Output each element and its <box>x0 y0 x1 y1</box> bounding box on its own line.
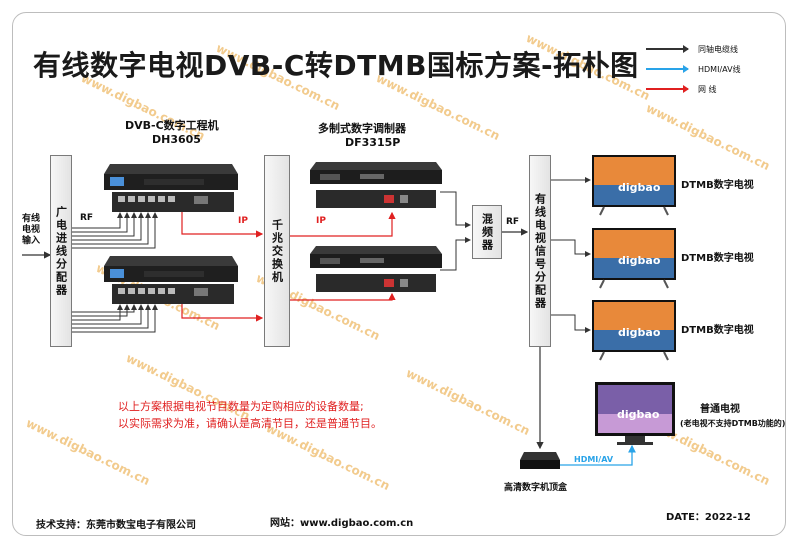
splitter-label: 广电进线分配器 <box>54 205 68 297</box>
ip-label: IP <box>238 216 248 226</box>
modulator-1 <box>310 162 442 208</box>
engineering-machine-1 <box>104 164 238 212</box>
modulator-model: DF3315P <box>345 136 401 149</box>
dtmb-tv-label: DTMB数字电视 <box>681 180 754 191</box>
mixer-label: 混频器 <box>480 212 494 252</box>
signal-distributor: 有线电视信号分配器 <box>529 155 551 347</box>
stb-label: 高清数字机顶盒 <box>504 483 568 493</box>
net-line-swatch <box>646 85 689 93</box>
normal-tv-note: (老电视不支持DTMB功能的) <box>680 419 786 428</box>
coax-line-swatch <box>646 45 689 53</box>
rf-label: RF <box>80 213 94 223</box>
footer-website: 网站：www.digbao.com.cn <box>270 518 414 529</box>
legend-item-coax: 同轴电缆线 <box>646 42 738 56</box>
cable-splitter: 广电进线分配器 <box>50 155 72 347</box>
normal-tv-label: 普通电视 <box>700 404 740 415</box>
modulator-2 <box>310 246 442 292</box>
engineering-machine-name: DVB-C数字工程机 <box>125 119 219 132</box>
legend-item-net: 网 线 <box>646 82 717 96</box>
legend-label: HDMI/AV线 <box>698 64 741 74</box>
switch-label: 千兆交换机 <box>270 218 284 284</box>
set-top-box <box>520 452 560 469</box>
legend-label: 网 线 <box>698 84 717 94</box>
dtmb-tv-2: digbao <box>592 228 676 289</box>
legend-item-hdmi: HDMI/AV线 <box>646 62 741 76</box>
rf-label: RF <box>506 217 520 227</box>
normal-tv: digbao <box>595 382 675 445</box>
ip-label: IP <box>316 216 326 226</box>
tv-brand-text: digbao <box>618 326 661 339</box>
dtmb-tv-1: digbao <box>592 155 676 216</box>
distributor-label: 有线电视信号分配器 <box>533 192 547 310</box>
diagram-frame <box>12 12 786 536</box>
modulator-name: 多制式数字调制器 <box>318 122 406 135</box>
cable-input-label: 有线电视输入 <box>22 214 41 246</box>
dtmb-tv-label: DTMB数字电视 <box>681 253 754 264</box>
page-title: 有线数字电视DVB-C转DTMB国标方案-拓朴图 <box>33 49 639 82</box>
note-line: 以上方案根据电视节目数量为定购相应的设备数量; <box>118 400 364 413</box>
gigabit-switch: 千兆交换机 <box>264 155 290 347</box>
tv-brand-text: digbao <box>618 181 661 194</box>
dtmb-tv-label: DTMB数字电视 <box>681 325 754 336</box>
footer-support: 技术支持：东莞市数宝电子有限公司 <box>36 520 196 531</box>
note-line: 以实际需求为准，请确认是高清节目，还是普通节目。 <box>118 417 382 430</box>
hdmi-line-swatch <box>646 65 689 73</box>
legend-label: 同轴电缆线 <box>698 44 738 54</box>
note-text: 以上方案根据电视节目数量为定购相应的设备数量; 以实际需求为准，请确认是高清节目… <box>118 398 382 432</box>
tv-brand-text: digbao <box>617 408 660 421</box>
footer-date: DATE：2022-12 <box>666 512 751 523</box>
engineering-machine-model: DH3605 <box>152 133 201 146</box>
engineering-machine-2 <box>104 256 238 304</box>
hdmi-label: HDMI/AV <box>574 455 614 464</box>
tv-brand-text: digbao <box>618 254 661 267</box>
dtmb-tv-3: digbao <box>592 300 676 361</box>
mixer: 混频器 <box>472 205 502 259</box>
